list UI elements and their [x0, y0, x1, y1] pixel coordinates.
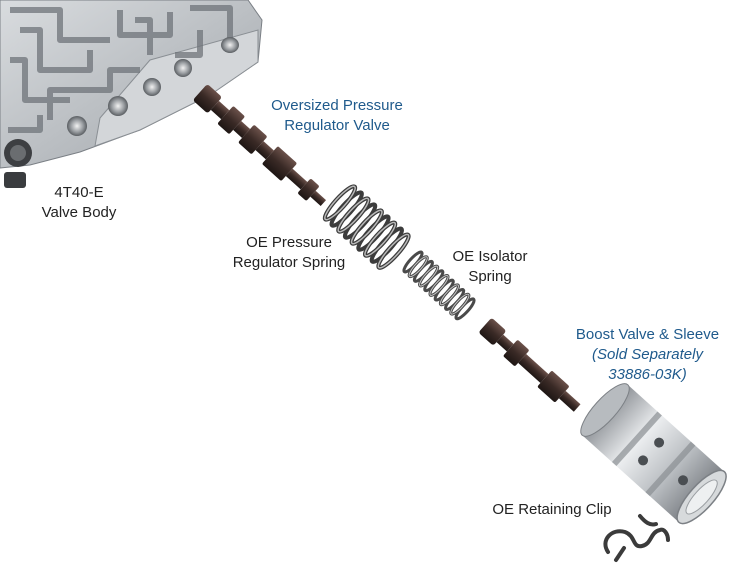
pressure-regulator-spring-label-line-2: Regulator Spring	[232, 254, 346, 271]
pressure-regulator-spring-label: OE Pressure Regulator Spring	[214, 233, 364, 273]
pressure-regulator-spring-label-line-1: OE Pressure	[246, 234, 332, 251]
boost-valve-label: Boost Valve & Sleeve	[555, 325, 740, 345]
valve-body-label-line-2: Valve Body	[41, 204, 117, 221]
valve-body-casting	[0, 0, 263, 188]
pressure-regulator-valve-label: Oversized Pressure Regulator Valve	[262, 96, 412, 136]
casting-fitting	[4, 139, 32, 188]
valve-body-label-line-1: 4T40-E	[54, 184, 104, 201]
boost-valve-sleeve	[580, 383, 727, 525]
isolator-spring-label-line-2: Spring	[468, 268, 512, 285]
isolator-spring	[402, 250, 476, 321]
isolator-spring-label: OE Isolator Spring	[430, 247, 550, 287]
boost-valve	[479, 318, 581, 412]
boost-valve-note: (Sold Separately 33886-03K)	[555, 345, 740, 385]
boost-valve-note-line-1: (Sold Separately	[592, 346, 703, 363]
isolator-spring-label-line-1: OE Isolator	[452, 248, 528, 265]
boost-valve-note-line-2: 33886-03K)	[608, 366, 687, 383]
retaining-clip-label-line-1: OE Retaining Clip	[492, 501, 612, 518]
casting-bores	[67, 37, 239, 136]
pressure-regulator-valve	[193, 85, 327, 207]
retaining-clip-label: OE Retaining Clip	[472, 500, 632, 520]
pressure-regulator-valve-label-line-2: Regulator Valve	[284, 117, 390, 134]
pressure-regulator-valve-label-line-1: Oversized Pressure	[271, 97, 403, 114]
retaining-clip	[603, 514, 670, 562]
valve-body-label: 4T40-E Valve Body	[24, 183, 134, 223]
pressure-regulator-spring	[322, 184, 411, 270]
boost-valve-label-line-1: Boost Valve & Sleeve	[575, 326, 720, 343]
